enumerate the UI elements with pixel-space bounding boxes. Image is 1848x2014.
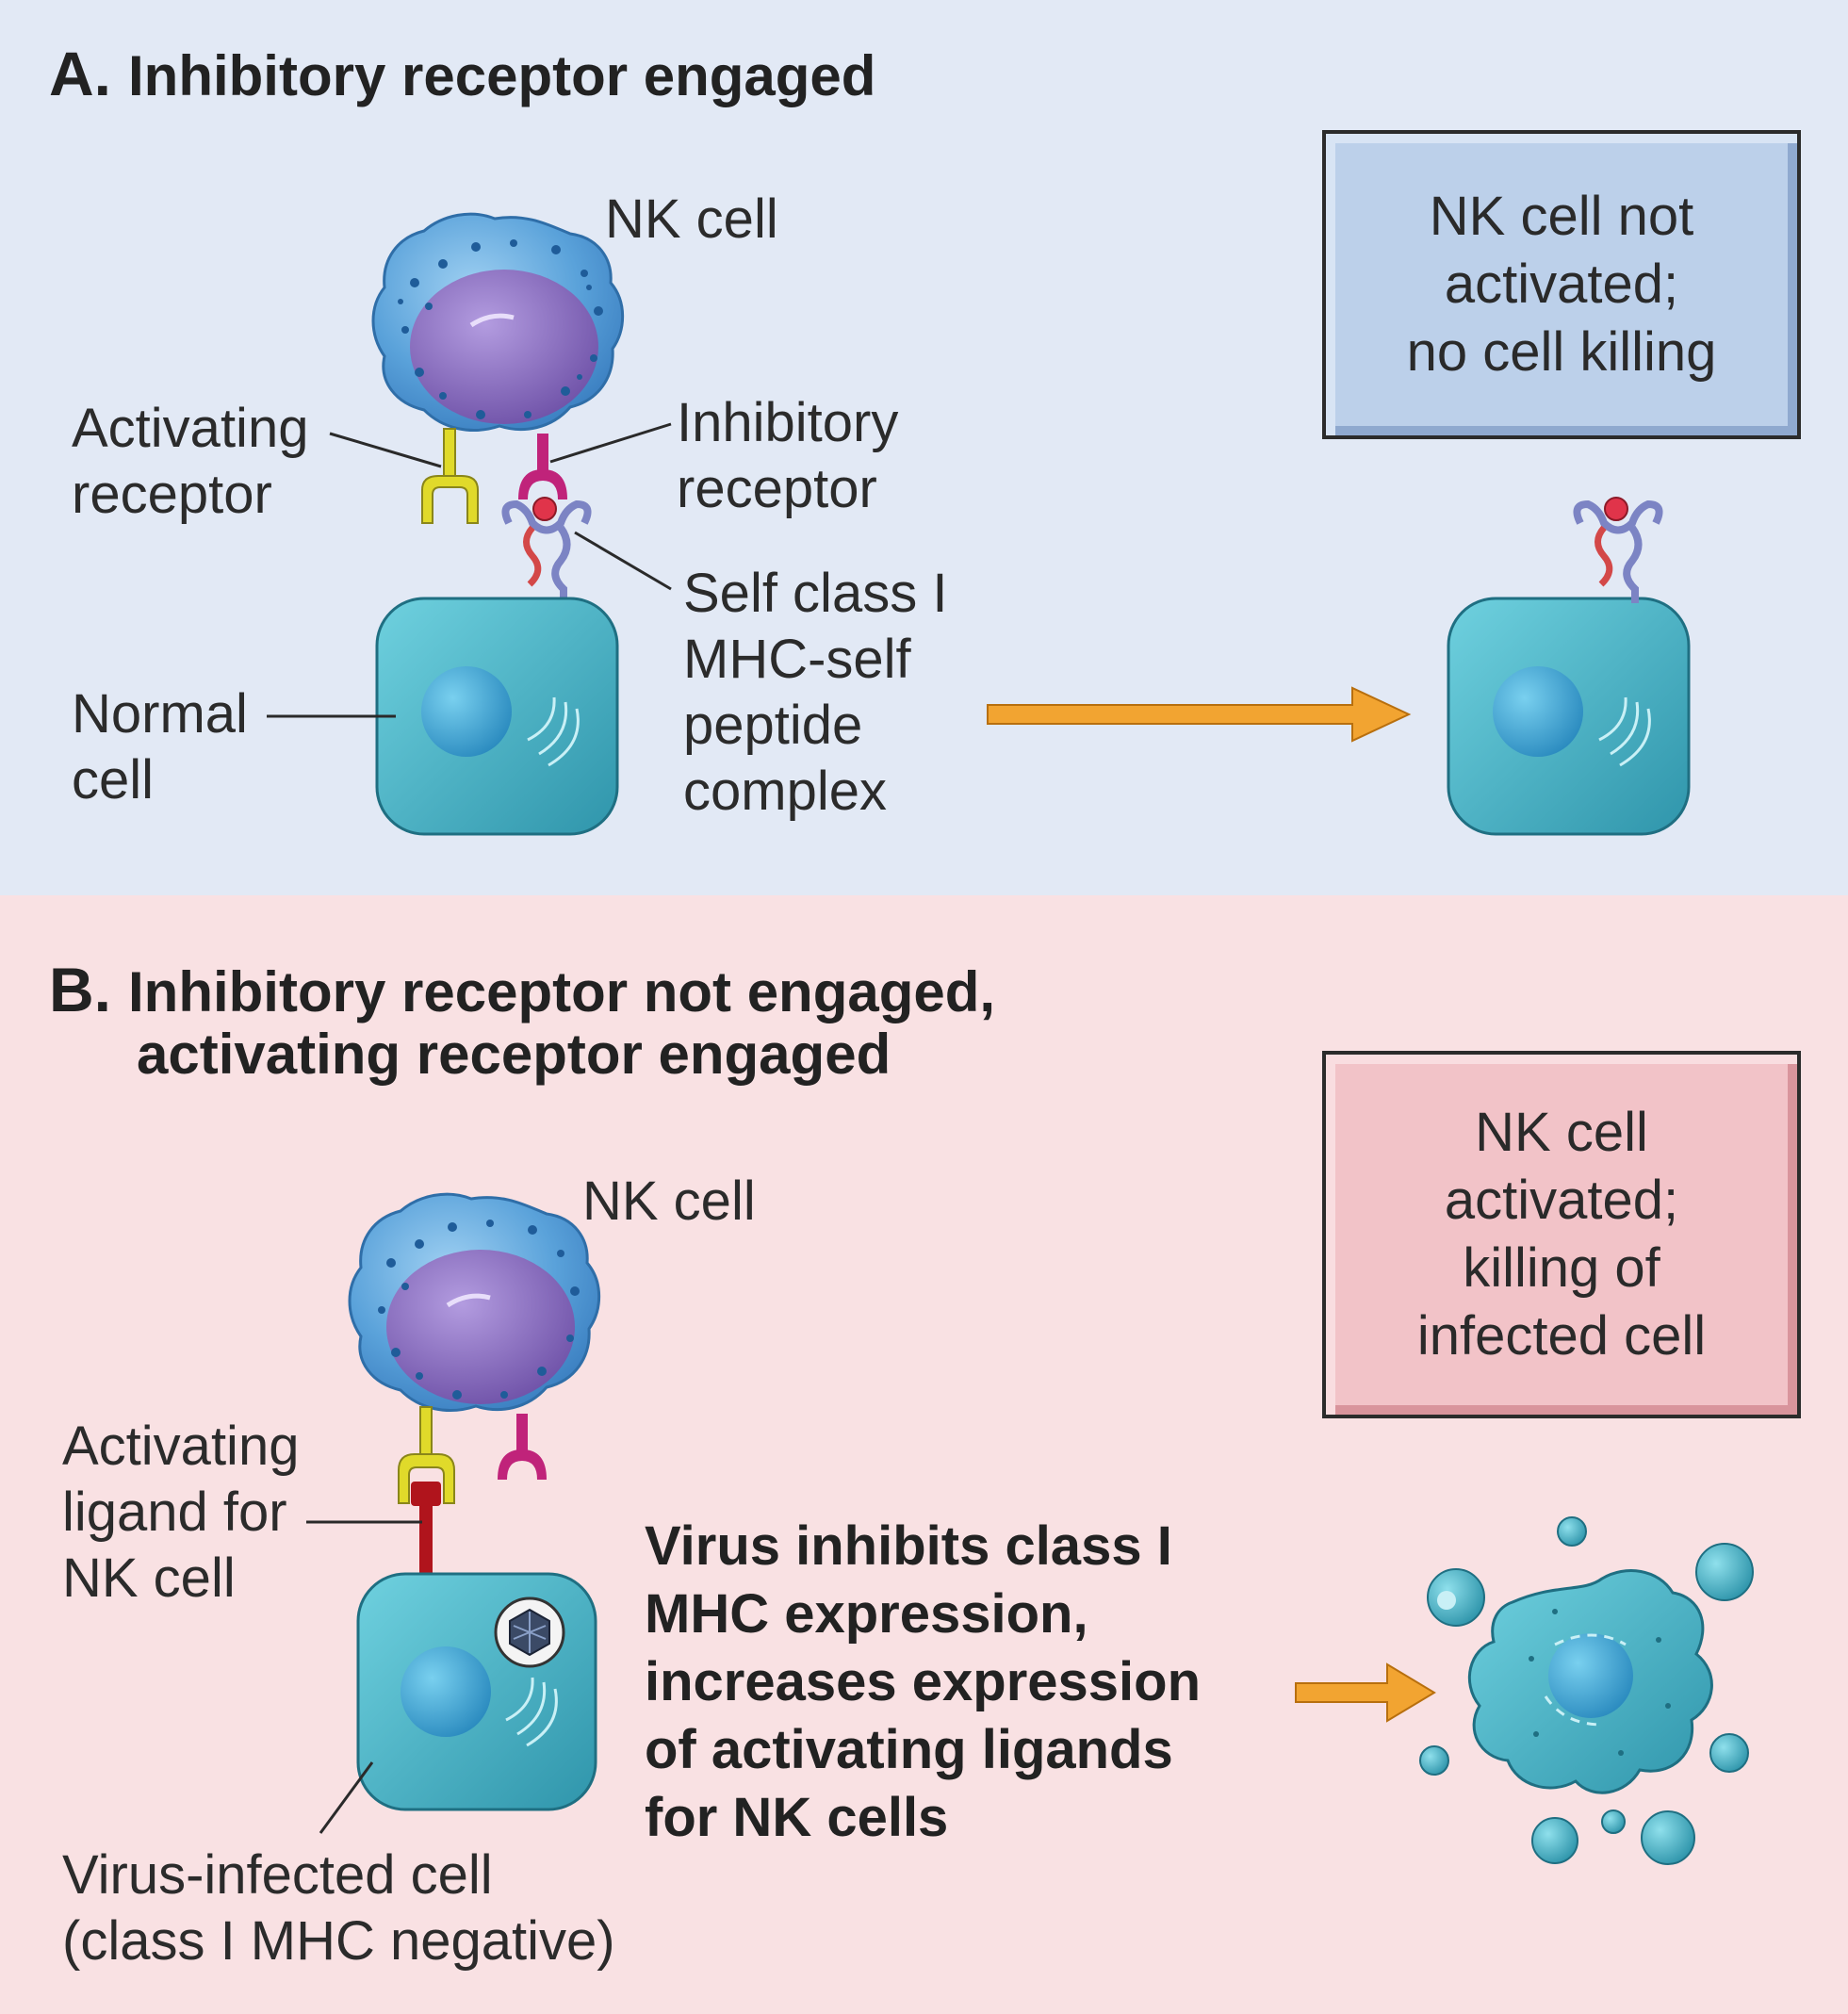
lysed-cell-debris [1529, 1609, 1671, 1756]
nk-cell-label-a: NK cell [605, 188, 778, 250]
outcome-a-line-2: activated; [1444, 254, 1679, 315]
outcome-box-a: NK cell not activated; no cell killing [1322, 130, 1801, 439]
panel-b-heading: B. Inhibitory receptor not engaged, [49, 954, 995, 1025]
leader-lines-a [267, 422, 672, 718]
virus-note-line-2: MHC expression, [645, 1583, 1088, 1645]
normal-cell-label: Normal cell [72, 681, 248, 813]
ligand-label-line-2: ligand for [62, 1482, 287, 1543]
infected-cell-label-line-1: Virus-infected cell [62, 1844, 493, 1906]
outcome-b-line-3: killing of [1463, 1237, 1660, 1299]
activating-ligand [411, 1482, 441, 1583]
outcome-b-line-4: infected cell [1416, 1305, 1707, 1367]
infected-cell-label: Virus-infected cell (class I MHC negativ… [62, 1842, 615, 1974]
activating-ligand-label: Activating ligand for NK cell [62, 1414, 299, 1612]
nk-cell-a [371, 212, 625, 433]
arrow-b [1295, 1662, 1436, 1723]
ligand-label-line-1: Activating [62, 1416, 300, 1477]
panel-a-letter: A. [49, 39, 111, 108]
normal-cell-a [375, 597, 619, 836]
granules-b [378, 1220, 580, 1400]
activating-receptor-label-line-1: Activating [72, 398, 309, 459]
mhc-label-line-4: complex [683, 761, 887, 822]
panel-b-heading-line-2: activating receptor engaged [137, 1022, 891, 1088]
activating-receptor-b [398, 1406, 455, 1504]
inhibitory-receptor-label-line-2: receptor [677, 458, 877, 519]
result-cell-a [1447, 497, 1691, 836]
virus-icon [494, 1596, 565, 1668]
normal-cell-label-line-2: cell [72, 749, 155, 811]
outcome-b-line-1: NK cell [1475, 1102, 1648, 1163]
inhibitory-receptor-a [518, 434, 567, 499]
virus-note-line-1: Virus inhibits class I [645, 1515, 1172, 1577]
granules-a [398, 239, 603, 419]
inhibitory-receptor-label-line-1: Inhibitory [677, 392, 899, 453]
lysed-cell [1467, 1569, 1713, 1794]
inhibitory-receptor-label: Inhibitory receptor [677, 390, 898, 522]
mhc-label-line-1: Self class I [683, 563, 948, 624]
infected-cell-label-line-2: (class I MHC negative) [62, 1910, 615, 1972]
virus-note-line-5: for NK cells [645, 1787, 949, 1848]
leader-lines-b [306, 1520, 422, 1834]
outcome-box-b: NK cell activated; killing of infected c… [1322, 1051, 1801, 1418]
arrow-a [987, 686, 1412, 743]
virus-note-line-3: increases expression [645, 1651, 1202, 1712]
virus-note: Virus inhibits class I MHC expression, i… [645, 1513, 1201, 1852]
panel-b-title-line-1: Inhibitory receptor not engaged, [128, 960, 996, 1023]
infected-cell [356, 1572, 597, 1811]
blebs [1419, 1516, 1754, 1865]
virus-note-line-4: of activating ligands [645, 1719, 1173, 1780]
mhc-label-line-2: MHC-self [683, 629, 911, 690]
outcome-b-line-2: activated; [1444, 1170, 1679, 1231]
panel-a-heading: A. Inhibitory receptor engaged [49, 38, 875, 109]
nk-cell-label-b: NK cell [582, 1171, 756, 1232]
activating-receptor-label: Activating receptor [72, 396, 308, 528]
mhc-label-line-3: peptide [683, 695, 863, 756]
panel-b-title-line-2: activating receptor engaged [137, 1023, 891, 1086]
panel-b-letter: B. [49, 955, 111, 1024]
outcome-a-line-1: NK cell not [1429, 186, 1694, 247]
normal-cell-label-line-1: Normal [72, 683, 248, 745]
mhc-complex-a [501, 497, 592, 603]
ligand-label-line-3: NK cell [62, 1547, 236, 1609]
panel-a-title: Inhibitory receptor engaged [128, 44, 876, 107]
inhibitory-receptor-b [498, 1414, 547, 1480]
activating-receptor-label-line-2: receptor [72, 464, 272, 525]
mhc-complex-label: Self class I MHC-self peptide complex [683, 561, 947, 825]
nk-cell-b [348, 1192, 601, 1413]
activating-receptor-a [421, 428, 479, 524]
outcome-a-line-3: no cell killing [1406, 321, 1717, 383]
